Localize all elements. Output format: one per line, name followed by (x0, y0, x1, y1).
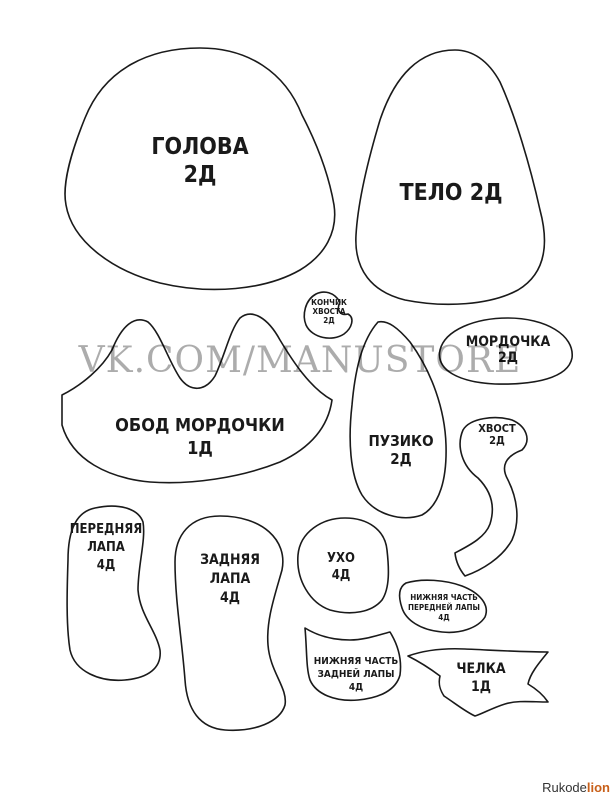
piece-muzzle-rim: ОБОД МОРДОЧКИ 1Д (61, 313, 333, 484)
tail-tip-line2: ХВОСТА (313, 307, 346, 316)
piece-hind-paw: ЗАДНЯЯ ЛАПА 4Д (174, 515, 287, 732)
piece-ear: УХО 4Д (297, 517, 390, 614)
muzzle-rim-name: ОБОД МОРДОЧКИ (115, 415, 285, 436)
muzzle-rim-count: 1Д (187, 438, 213, 459)
tail-count: 2Д (489, 434, 505, 447)
muzzle-outline (438, 317, 573, 385)
piece-tail-tip: КОНЧИК ХВОСТА 2Д (303, 291, 353, 339)
belly-name: ПУЗИКО (368, 432, 433, 450)
hind-paw-bottom-line2: ЗАДНЕЙ ЛАПЫ (318, 667, 395, 680)
tail-tip-count: 2Д (323, 316, 334, 325)
muzzle-name: МОРДОЧКА (466, 334, 551, 350)
front-paw-outline (66, 505, 161, 682)
hind-paw-line2: ЛАПА (210, 571, 251, 587)
head-outline (64, 47, 336, 291)
front-paw-line2: ЛАПА (87, 540, 125, 555)
ear-name: УХО (327, 551, 355, 566)
tail-tip-outline (303, 291, 353, 339)
piece-hind-paw-bottom: НИЖНЯЯ ЧАСТЬ ЗАДНЕЙ ЛАПЫ 4Д (304, 627, 402, 702)
piece-bangs: ЧЕЛКА 1Д (407, 647, 549, 717)
hind-paw-bottom-line1: НИЖНЯЯ ЧАСТЬ (314, 656, 399, 667)
brand-logo: Rukodelion (542, 780, 610, 795)
piece-tail: ХВОСТ 2Д (454, 416, 528, 577)
muzzle-count: 2Д (498, 350, 518, 366)
brand-suffix: lion (586, 780, 610, 795)
hind-paw-bottom-outline (304, 627, 402, 702)
piece-front-paw: ПЕРЕДНЯЯ ЛАПА 4Д (66, 505, 161, 682)
belly-count: 2Д (390, 450, 411, 468)
front-paw-bottom-count: 4Д (438, 613, 449, 622)
hind-paw-outline (174, 515, 287, 732)
hind-paw-bottom-count: 4Д (349, 682, 363, 693)
watermark-text: VK.COM/MANUSTORE (78, 340, 522, 381)
head-count: 2Д (184, 162, 217, 188)
brand-prefix: Rukode (542, 780, 587, 795)
piece-body: ТЕЛО 2Д (355, 49, 546, 306)
tail-tip-line1: КОНЧИК (311, 298, 347, 307)
tail-outline (454, 416, 528, 577)
front-paw-count: 4Д (97, 558, 116, 573)
belly-outline (349, 320, 447, 519)
front-paw-line1: ПЕРЕДНЯЯ (70, 522, 143, 537)
ear-outline (297, 517, 390, 614)
front-paw-bottom-line2: ПЕРЕДНЕЙ ЛАПЫ (408, 601, 480, 612)
bangs-count: 1Д (471, 679, 491, 695)
piece-head: ГОЛОВА 2Д (64, 47, 336, 291)
body-label: ТЕЛО 2Д (399, 180, 502, 206)
piece-front-paw-bottom: НИЖНЯЯ ЧАСТЬ ПЕРЕДНЕЙ ЛАПЫ 4Д (398, 579, 487, 634)
bangs-outline (407, 647, 549, 717)
piece-belly: ПУЗИКО 2Д (349, 320, 447, 519)
ear-count: 4Д (332, 568, 351, 583)
front-paw-bottom-line1: НИЖНЯЯ ЧАСТЬ (410, 593, 478, 602)
bangs-name: ЧЕЛКА (456, 661, 506, 677)
tail-name: ХВОСТ (478, 422, 516, 435)
muzzle-rim-outline (61, 313, 333, 484)
head-name: ГОЛОВА (151, 134, 248, 160)
piece-muzzle: МОРДОЧКА 2Д (438, 317, 573, 385)
front-paw-bottom-outline (398, 579, 487, 634)
hind-paw-line1: ЗАДНЯЯ (200, 552, 260, 568)
hind-paw-count: 4Д (220, 590, 240, 606)
body-outline (355, 49, 546, 306)
